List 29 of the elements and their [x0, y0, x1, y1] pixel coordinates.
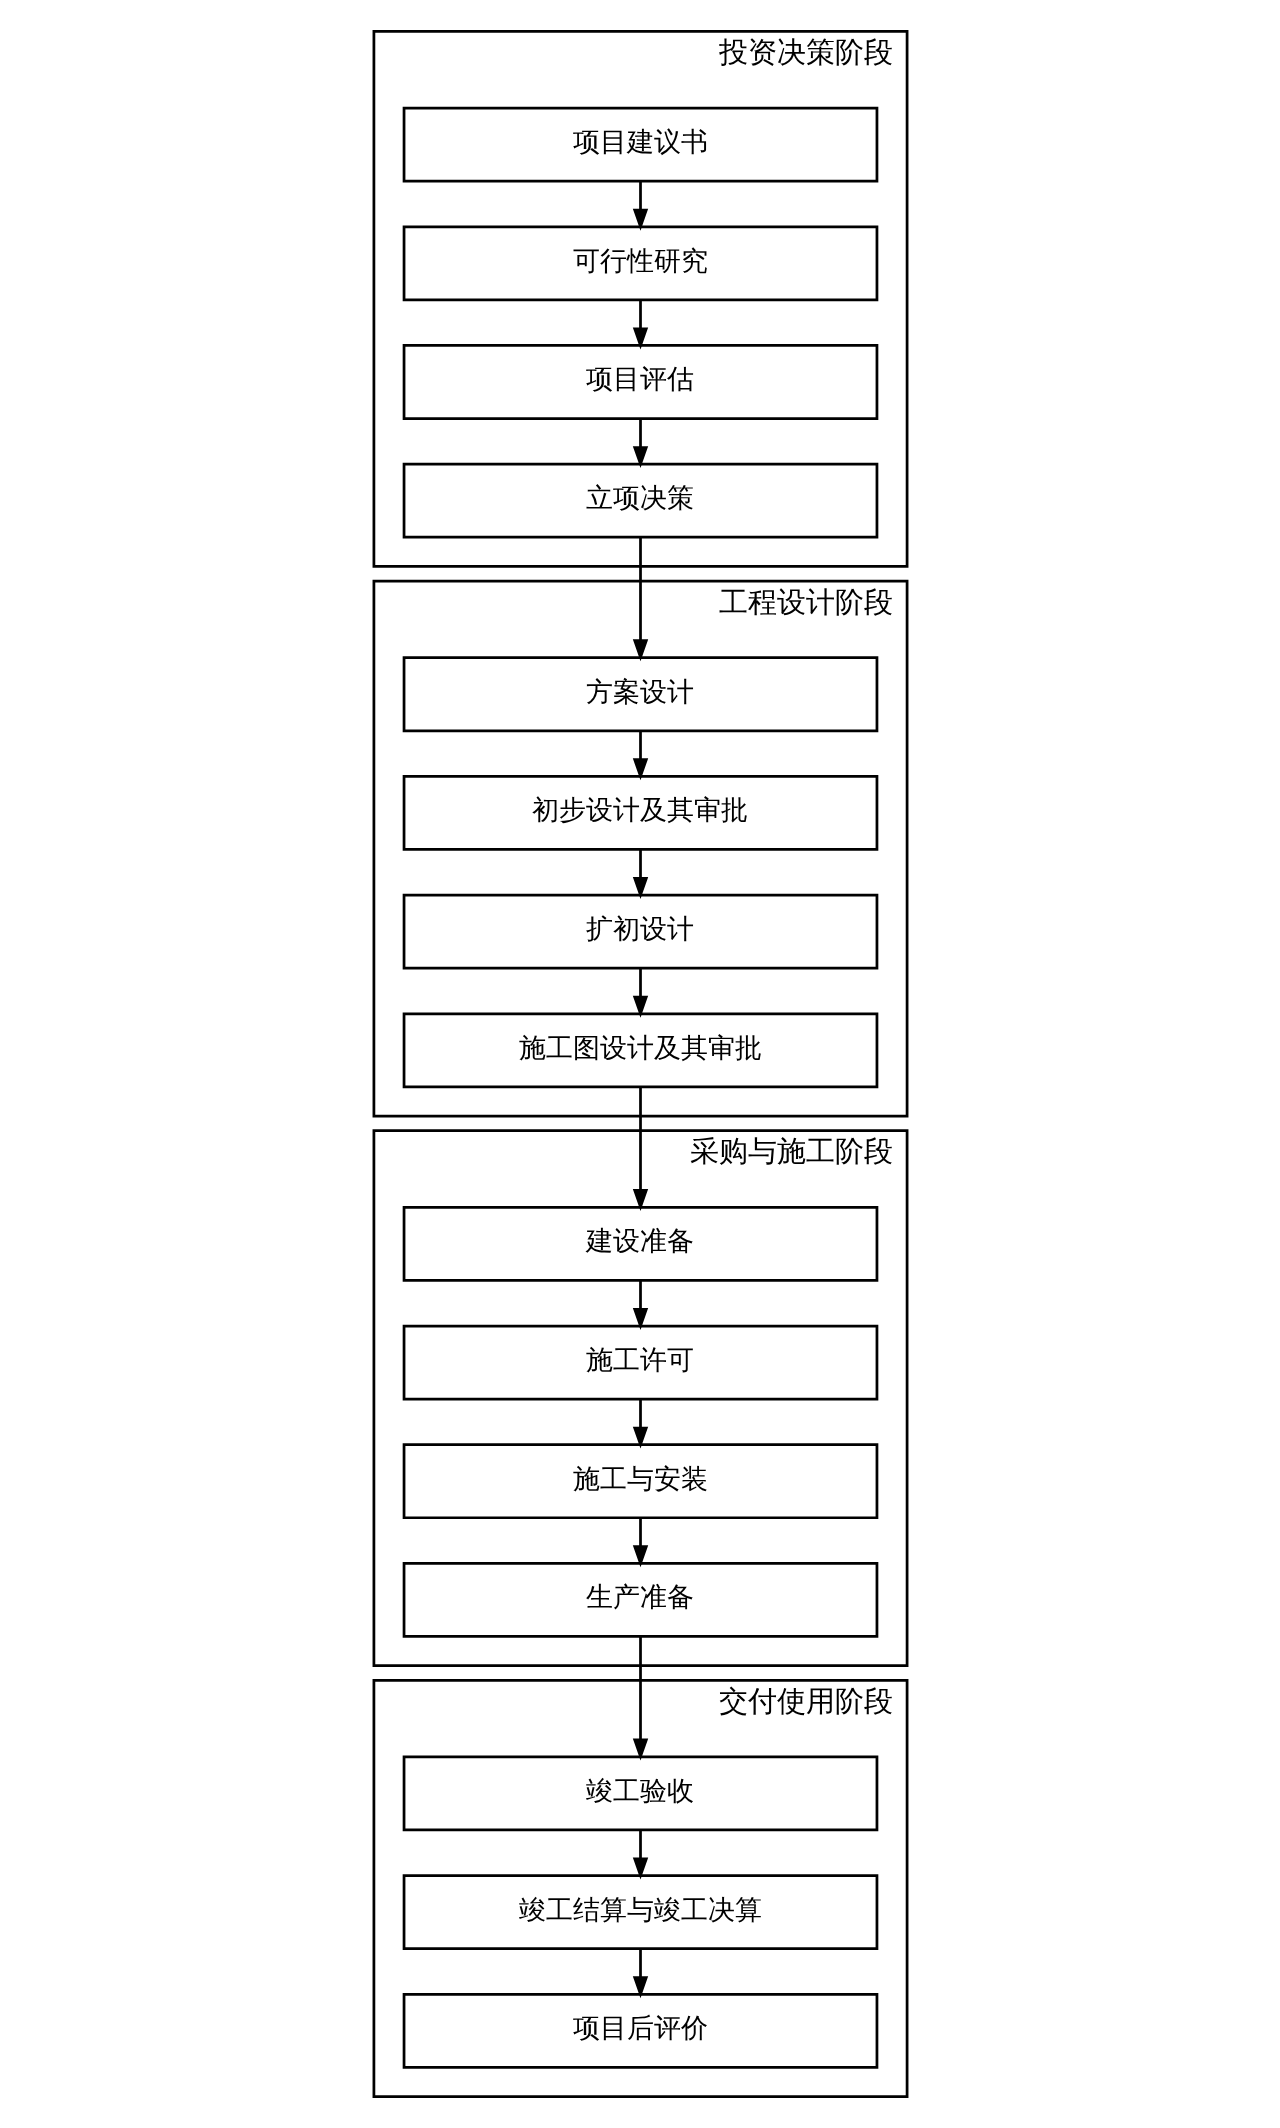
node-box: 初步设计及其审批 — [402, 775, 878, 851]
arrow — [632, 1518, 648, 1568]
arrow — [632, 968, 648, 1018]
node-box: 施工许可 — [402, 1324, 878, 1401]
arrow — [632, 849, 648, 899]
arrow — [632, 537, 648, 662]
node-box: 项目建议书 — [402, 106, 878, 183]
arrow — [632, 1949, 648, 1999]
arrow — [632, 300, 648, 350]
arrow — [632, 181, 648, 231]
node-box: 方案设计 — [402, 656, 878, 733]
node-box: 施工图设计及其审批 — [402, 1012, 878, 1089]
node-box: 竣工结算与竣工决算 — [402, 1874, 878, 1951]
node-box: 竣工验收 — [402, 1755, 878, 1832]
arrow — [632, 1636, 648, 1761]
node-box: 项目评估 — [402, 344, 878, 420]
node-box: 项目后评价 — [402, 1992, 878, 2069]
arrow — [632, 731, 648, 781]
arrow — [632, 1280, 648, 1330]
node-box: 可行性研究 — [402, 225, 878, 302]
arrow — [632, 1830, 648, 1880]
node-box: 生产准备 — [402, 1562, 878, 1638]
arrow — [632, 418, 648, 469]
arrow — [632, 1399, 648, 1449]
node-box: 立项决策 — [402, 462, 878, 539]
arrow — [632, 1086, 648, 1211]
node-box: 扩初设计 — [402, 893, 878, 970]
node-box: 施工与安装 — [402, 1443, 878, 1520]
node-box: 建设准备 — [402, 1205, 878, 1282]
